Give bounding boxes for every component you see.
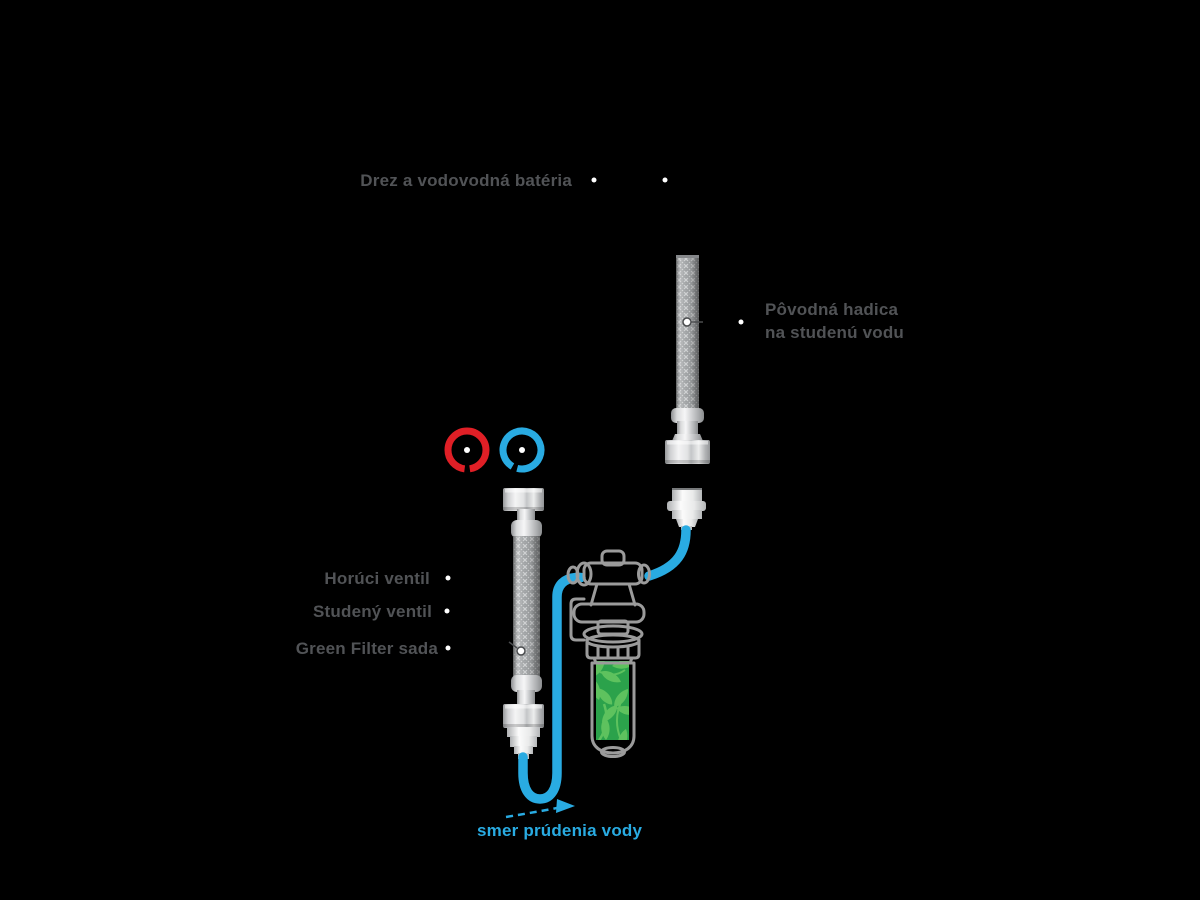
hose-hex-nut: [665, 440, 710, 464]
dot-cold-valve[interactable]: [444, 608, 450, 614]
leaf-pattern: [596, 661, 629, 740]
hotspot-markers: [444, 177, 744, 656]
label-flow-direction: smer prúdenia vody: [477, 821, 643, 840]
filter-cartridge-body: [590, 661, 636, 758]
cold-valve-hotspot[interactable]: [519, 447, 525, 453]
filter-cartridge-label: [596, 661, 629, 740]
filter-head: [566, 549, 651, 665]
label-sink: Drez a vodovodná batéria: [360, 171, 572, 190]
hot-valve-ring: [444, 427, 490, 473]
label-original-hose-line2: na studenú vodu: [765, 323, 904, 342]
tube-hose-to-filter: [518, 572, 586, 804]
label-original-hose-line1: Pôvodná hadica: [765, 300, 899, 319]
label-filter-set: Green Filter sada: [295, 639, 438, 658]
dot-sink-1[interactable]: [591, 177, 597, 183]
marker-original-hose[interactable]: [682, 317, 703, 327]
hose-hex-nut: [503, 488, 544, 511]
quick-connect-fitting: [667, 488, 706, 530]
marker-filter-hose[interactable]: [508, 641, 526, 656]
arrowhead: [556, 799, 575, 813]
green-filter-unit: [566, 549, 651, 758]
label-hot-valve: Horúci ventil: [324, 569, 430, 588]
label-cold-valve: Studený ventil: [313, 602, 432, 621]
cold-valve-ring: [499, 427, 545, 473]
dot-hot-valve[interactable]: [445, 575, 451, 581]
dot-sink-2[interactable]: [662, 177, 668, 183]
dot-filter-set[interactable]: [445, 645, 451, 651]
flow-direction-arrow: [505, 799, 575, 819]
mounting-bracket: [569, 597, 586, 642]
hot-valve-hotspot[interactable]: [464, 447, 470, 453]
label-original-hose: Pôvodná hadica na studenú vodu: [765, 298, 904, 344]
tube-fitting-to-filter: [644, 525, 691, 581]
dot-original-hose[interactable]: [738, 319, 744, 325]
hose-hex-nut: [503, 704, 544, 728]
filter-kit-hose: [503, 488, 544, 759]
original-cold-water-hose: [665, 255, 710, 464]
